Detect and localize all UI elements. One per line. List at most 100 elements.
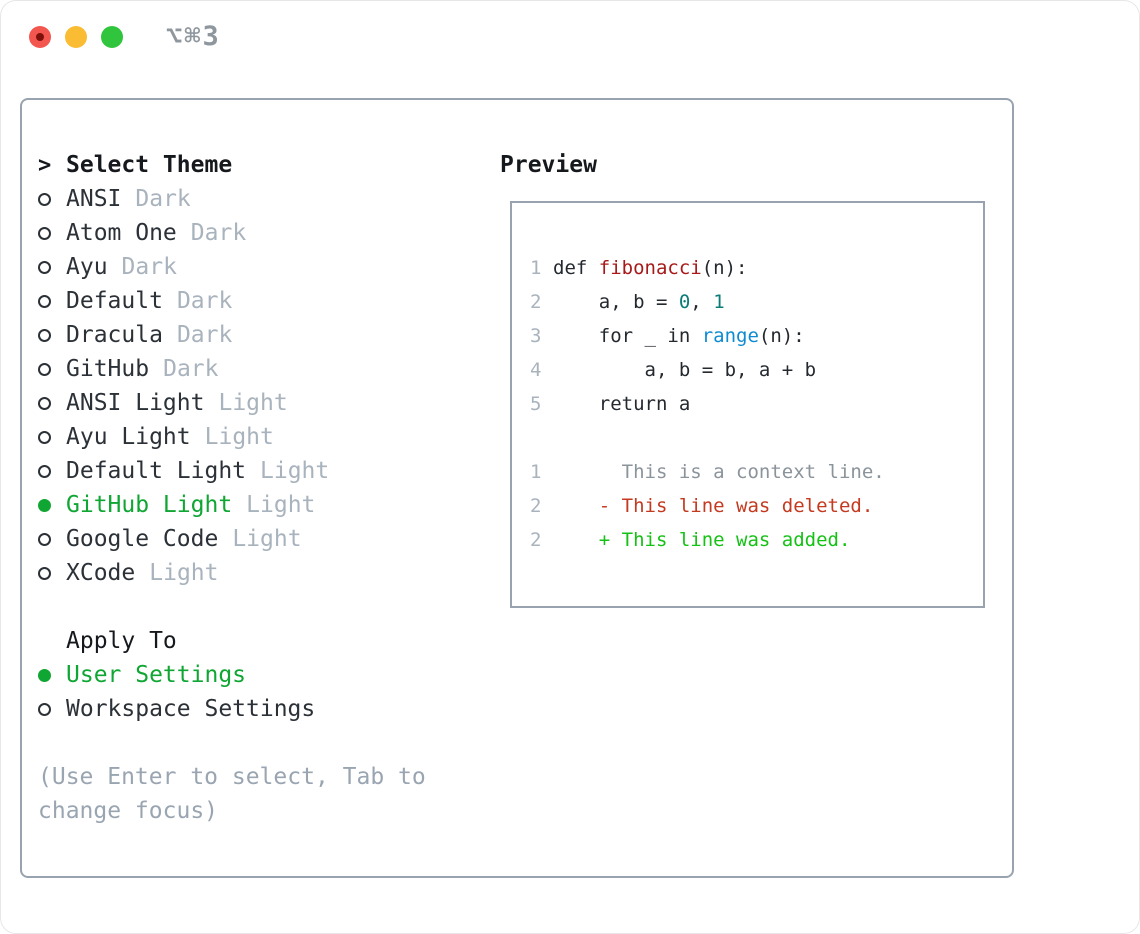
code-line: 2 a, b = 0, 1 [530, 285, 983, 319]
option-label: ANSI [66, 186, 122, 212]
radio-icon [38, 498, 66, 512]
theme-option-google-code[interactable]: Google Code Light [38, 522, 478, 556]
theme-option-ayu-light[interactable]: Ayu Light Light [38, 420, 478, 454]
zoom-button[interactable] [101, 26, 123, 48]
code-line: 3 for _ in range(n): [530, 319, 983, 353]
code-segment: This is a context line. [553, 461, 885, 483]
minimize-button[interactable] [65, 26, 87, 48]
radio-icon [38, 226, 66, 240]
select-theme-title: Select Theme [66, 152, 233, 178]
radio-icon [38, 260, 66, 274]
radio-icon [38, 464, 66, 478]
apply-to-header: Apply To [66, 628, 177, 654]
line-number: 3 [530, 325, 542, 347]
code-segment: for _ in [553, 325, 702, 347]
variant-label: Light [232, 526, 302, 552]
radio-icon [38, 566, 66, 580]
variant-label: Light [149, 560, 219, 586]
variant-label: Light [246, 492, 316, 518]
radio-icon [38, 362, 66, 376]
preview-title: Preview [500, 152, 597, 178]
select-theme-header: > Select Theme [38, 148, 478, 182]
radio-icon [38, 702, 66, 716]
code-line: 2 - This line was deleted. [530, 489, 983, 523]
code-segment: , [690, 291, 714, 313]
theme-option-default[interactable]: Default Dark [38, 284, 478, 318]
code-segment: fibonacci [598, 257, 702, 279]
code-segment: (n): [701, 257, 748, 279]
option-label: Ayu [66, 254, 108, 280]
variant-label: Dark [176, 322, 233, 348]
theme-option-xcode[interactable]: XCode Light [38, 556, 478, 590]
radio-icon [38, 430, 66, 444]
code-segment: return a [553, 393, 691, 415]
apply-option-user-settings[interactable]: User Settings [38, 658, 478, 692]
theme-option-github-light[interactable]: GitHub Light Light [38, 488, 478, 522]
code-segment: - This line was deleted. [553, 495, 874, 517]
line-number: 2 [530, 495, 542, 517]
code-segment: 0 [678, 291, 691, 313]
code-segment: def [553, 257, 599, 279]
variant-label: Light [204, 424, 274, 450]
line-number: 2 [530, 529, 542, 551]
theme-option-ansi[interactable]: ANSI Dark [38, 182, 478, 216]
window-title: ⌥⌘3 [166, 21, 221, 52]
line-number: 5 [530, 393, 542, 415]
option-label: Default [66, 288, 163, 314]
apply-option-workspace-settings[interactable]: Workspace Settings [38, 692, 478, 726]
code-line: 5 return a [530, 387, 983, 421]
radio-icon [38, 668, 66, 682]
variant-label: Light [260, 458, 330, 484]
line-number: 1 [530, 257, 542, 279]
radio-icon [38, 532, 66, 546]
code-line: 1 This is a context line. [530, 455, 983, 489]
theme-option-dracula[interactable]: Dracula Dark [38, 318, 478, 352]
code-line [530, 421, 983, 455]
option-label: ANSI Light [66, 390, 205, 416]
line-number: 1 [530, 461, 542, 483]
option-label: Default Light [66, 458, 247, 484]
variant-label: Dark [163, 356, 219, 382]
option-label: Google Code [66, 526, 219, 552]
code-segment: 1 [713, 291, 725, 313]
variant-label: Dark [121, 254, 177, 280]
option-label: Workspace Settings [66, 696, 316, 722]
prompt-icon: > [38, 152, 52, 178]
theme-option-atom-one[interactable]: Atom One Dark [38, 216, 478, 250]
radio-icon [38, 328, 66, 342]
close-button[interactable] [29, 26, 51, 48]
line-number: 4 [530, 359, 542, 381]
variant-label: Dark [176, 288, 233, 314]
help-text: (Use Enter to select, Tab to change focu… [38, 764, 426, 824]
code-segment: a, b = [553, 291, 679, 313]
option-label: Ayu Light [66, 424, 191, 450]
code-line: 4 a, b = b, a + b [530, 353, 983, 387]
code-segment: + This line was added. [553, 529, 851, 551]
option-label: GitHub Light [66, 492, 233, 518]
titlebar: ⌥⌘3 [0, 0, 1140, 74]
theme-option-default-light[interactable]: Default Light Light [38, 454, 478, 488]
option-label: User Settings [66, 662, 247, 688]
radio-icon [38, 294, 66, 308]
variant-label: Dark [190, 220, 247, 246]
code-segment: a, b = b, a + b [553, 359, 817, 381]
radio-icon [38, 192, 66, 206]
theme-option-ayu[interactable]: Ayu Dark [38, 250, 478, 284]
code-segment: (n): [758, 325, 805, 347]
variant-label: Dark [135, 186, 191, 212]
code-segment: range [701, 325, 759, 347]
code-line: 2 + This line was added. [530, 523, 983, 557]
option-label: XCode [66, 560, 136, 586]
option-label: Dracula [66, 322, 163, 348]
option-label: Atom One [66, 220, 177, 246]
theme-option-ansi-light[interactable]: ANSI Light Light [38, 386, 478, 420]
variant-label: Light [218, 390, 288, 416]
line-number: 2 [530, 291, 542, 313]
